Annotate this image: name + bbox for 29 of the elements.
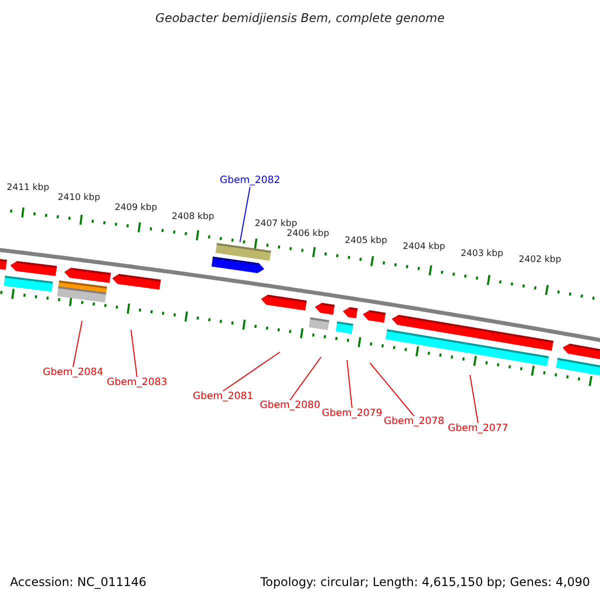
leader-line: [346, 360, 352, 408]
scale-label: 2407 kbp: [254, 218, 298, 229]
leader-line: [470, 374, 478, 424]
scale-label: 2405 kbp: [344, 235, 388, 247]
footer-note: Topology: circular; Length: 4,615,150 bp; Genes: 4,090: [260, 576, 590, 588]
leader-line: [130, 330, 138, 378]
gene-label: Gbem_2080: [260, 400, 320, 412]
scale-label: 2403 kbp: [460, 248, 504, 260]
footer-note: Accession: NC_011146: [10, 576, 146, 588]
scale-label: 2409 kbp: [114, 202, 158, 214]
gene-label: Gbem_2077: [448, 423, 508, 435]
gene-label: Gbem_2083: [106, 377, 168, 389]
chart-title: Geobacter bemidjiensis Bem, complete genome: [155, 12, 445, 24]
scale-label: 2411 kbp: [6, 182, 50, 194]
gene-label: Gbem_2081: [192, 391, 254, 403]
leader-line: [290, 356, 322, 400]
gene-label: Gbem_2078: [384, 416, 444, 428]
leader-line: [240, 186, 250, 242]
scale-label: 2410 kbp: [58, 192, 100, 204]
scale-label: 2408 kbp: [172, 211, 214, 223]
scale-label: 2406 kbp: [286, 228, 330, 240]
leader-line: [370, 362, 414, 416]
leader-line: [72, 320, 82, 368]
gene-label: Gbem_2082: [220, 175, 280, 187]
gene-label: Gbem_2084: [42, 367, 104, 379]
scale-label: 2402 kbp: [518, 254, 562, 266]
leader-line: [222, 352, 280, 392]
scale-label: 2404 kbp: [402, 241, 446, 253]
gene-label: Gbem_2079: [322, 408, 382, 420]
